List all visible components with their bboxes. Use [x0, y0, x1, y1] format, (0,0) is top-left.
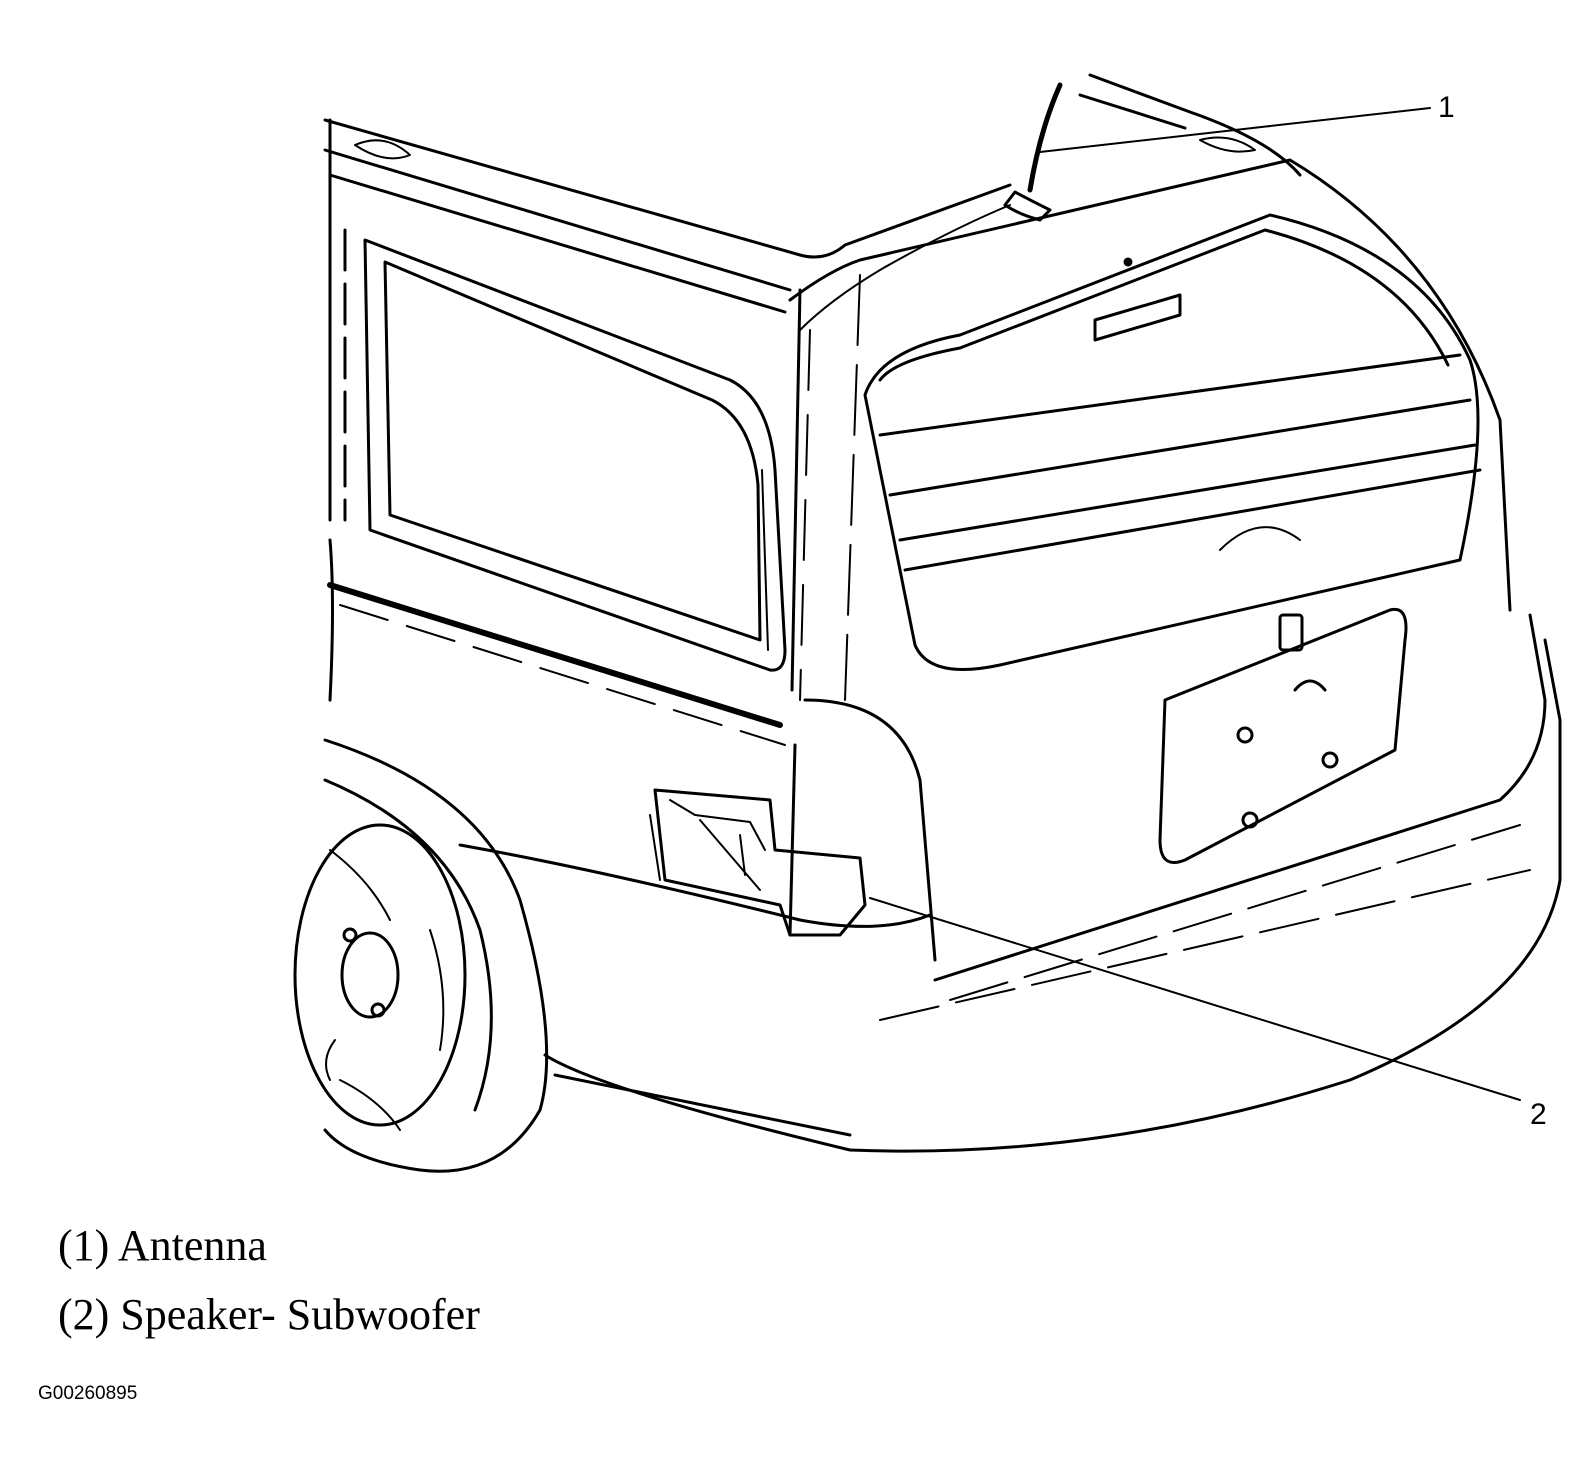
legend-item-antenna: (1) Antenna	[58, 1221, 267, 1270]
figure-id: G00260895	[38, 1383, 138, 1404]
wheel	[293, 738, 549, 1173]
liftgate	[788, 158, 1512, 701]
rear-bumper	[458, 613, 1562, 1153]
body-side	[327, 288, 811, 746]
legend-item-subwoofer: (2) Speaker- Subwoofer	[58, 1290, 480, 1339]
leader-line-1	[1039, 107, 1431, 153]
callout-number-2: 2	[1530, 1098, 1547, 1131]
tail-light	[788, 698, 937, 962]
callout-number-1: 1	[1438, 91, 1455, 124]
subwoofer-speaker	[649, 788, 867, 937]
vehicle-rear-diagram	[293, 73, 1562, 1173]
leader-line-2	[869, 897, 1521, 1101]
side-window	[343, 228, 787, 672]
roof-outline	[323, 73, 1302, 522]
antenna	[799, 82, 1063, 331]
license-plate-area	[1158, 607, 1408, 864]
